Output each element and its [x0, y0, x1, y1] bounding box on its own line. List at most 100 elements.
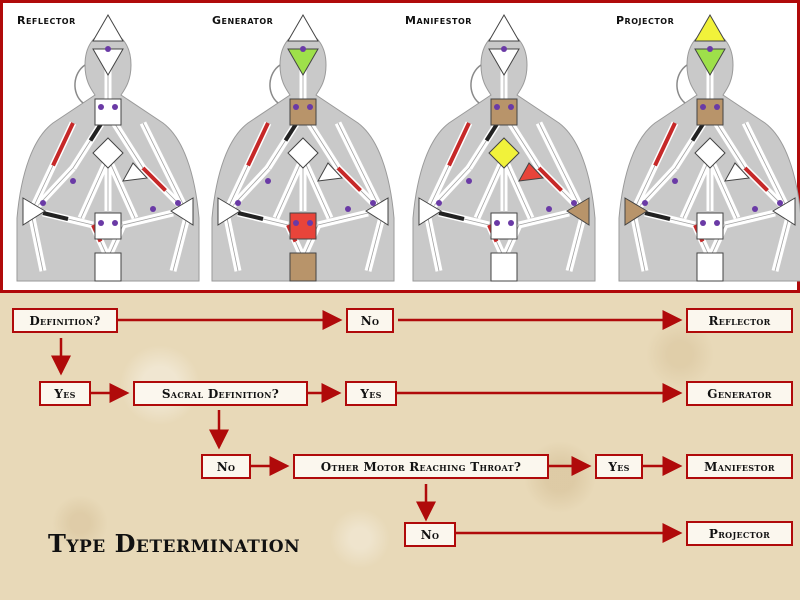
yes-node-3: Yes: [595, 454, 643, 479]
channel-edge: [744, 122, 788, 209]
label-manifestor: Manifestor: [405, 14, 472, 27]
spleen-center: [22, 197, 46, 226]
gate-marker: [466, 178, 472, 184]
channel-edge: [275, 157, 304, 219]
g-center: [287, 137, 319, 169]
gate-marker: [777, 200, 783, 206]
gate-marker: [700, 104, 706, 110]
active-channel: [537, 166, 563, 192]
throat-center: [490, 98, 518, 126]
gate-marker: [752, 206, 758, 212]
face-profile: [676, 64, 688, 104]
root-center: [490, 252, 518, 282]
heart-center: [317, 162, 344, 182]
active-channel: [237, 211, 264, 221]
gate-marker: [436, 200, 442, 206]
heart-center: [724, 162, 751, 182]
active-channel: [246, 122, 270, 167]
gate-marker: [700, 220, 706, 226]
channel-edge: [724, 212, 776, 226]
channel-edge: [538, 122, 582, 209]
gate-marker: [175, 200, 181, 206]
no-node-3: No: [404, 522, 456, 547]
gate-marker: [293, 104, 299, 110]
yes-node-2: Yes: [345, 381, 397, 406]
active-channel: [447, 122, 471, 167]
gate-marker: [494, 104, 500, 110]
generator-node: Generator: [686, 381, 793, 406]
gate-marker: [307, 104, 313, 110]
flowchart-title: Type Determination: [48, 529, 301, 558]
channel-edge: [503, 157, 532, 219]
channel-edge: [172, 212, 189, 272]
reflector-node: Reflector: [686, 308, 793, 333]
no-node-1: No: [346, 308, 394, 333]
gate-marker: [546, 206, 552, 212]
channel-edge: [122, 212, 174, 226]
channel-edge: [367, 212, 384, 272]
motor-throat-node: Other Motor Reaching Throat?: [293, 454, 549, 479]
active-channel: [42, 211, 69, 221]
channel-edge: [518, 212, 570, 226]
projector-node: Projector: [686, 521, 793, 546]
active-channel: [653, 122, 677, 167]
channel-edge: [568, 212, 585, 272]
channel-edge: [225, 212, 239, 272]
solar-center: [566, 197, 590, 226]
gate-marker: [571, 200, 577, 206]
channel-edge: [476, 157, 505, 219]
active-channel: [644, 211, 671, 221]
yes-node-1: Yes: [39, 381, 91, 406]
channel-edge: [426, 212, 440, 272]
sacral-center: [289, 212, 317, 240]
spleen-center: [418, 197, 442, 226]
label-projector: Projector: [616, 14, 675, 27]
bodygraph-projector: [618, 13, 800, 282]
gate-marker: [307, 220, 313, 226]
channel-edge: [302, 157, 331, 219]
sacral-center: [490, 212, 518, 240]
channel-edge: [632, 212, 646, 272]
active-channel: [141, 166, 167, 192]
gate-marker: [370, 200, 376, 206]
active-channel: [438, 211, 465, 221]
gate-marker: [40, 200, 46, 206]
bodygraph-generator: [211, 13, 395, 282]
head-center: [488, 13, 520, 42]
channel-edge: [709, 157, 738, 219]
gate-marker: [70, 178, 76, 184]
g-center: [694, 137, 726, 169]
sacral-center: [696, 212, 724, 240]
solar-center: [170, 197, 194, 226]
label-generator: Generator: [212, 14, 274, 27]
gate-marker: [300, 46, 306, 52]
face-profile: [470, 64, 482, 104]
bodygraph-panel: Reflector Generator Manifestor Projector: [0, 0, 800, 293]
gate-marker: [235, 200, 241, 206]
gate-marker: [672, 178, 678, 184]
solar-center: [772, 197, 796, 226]
gate-marker: [707, 46, 713, 52]
throat-center: [94, 98, 122, 126]
sacral-center: [94, 212, 122, 240]
spleen-center: [624, 197, 648, 226]
channel-edge: [682, 157, 711, 219]
gate-marker: [98, 104, 104, 110]
gate-marker: [112, 220, 118, 226]
active-channel: [336, 166, 362, 192]
bodygraph-figures: [16, 13, 800, 282]
channel-edge: [107, 157, 136, 219]
solar-center: [365, 197, 389, 226]
root-center: [94, 252, 122, 282]
channel-edge: [142, 122, 186, 209]
flowchart-panel: Definition? No Reflector Yes Sacral Defi…: [0, 293, 800, 600]
gate-marker: [293, 220, 299, 226]
gate-marker: [508, 104, 514, 110]
g-center: [488, 137, 520, 169]
throat-center: [289, 98, 317, 126]
g-center: [92, 137, 124, 169]
root-center: [696, 252, 724, 282]
active-channel: [743, 166, 769, 192]
gate-marker: [112, 104, 118, 110]
gate-marker: [508, 220, 514, 226]
